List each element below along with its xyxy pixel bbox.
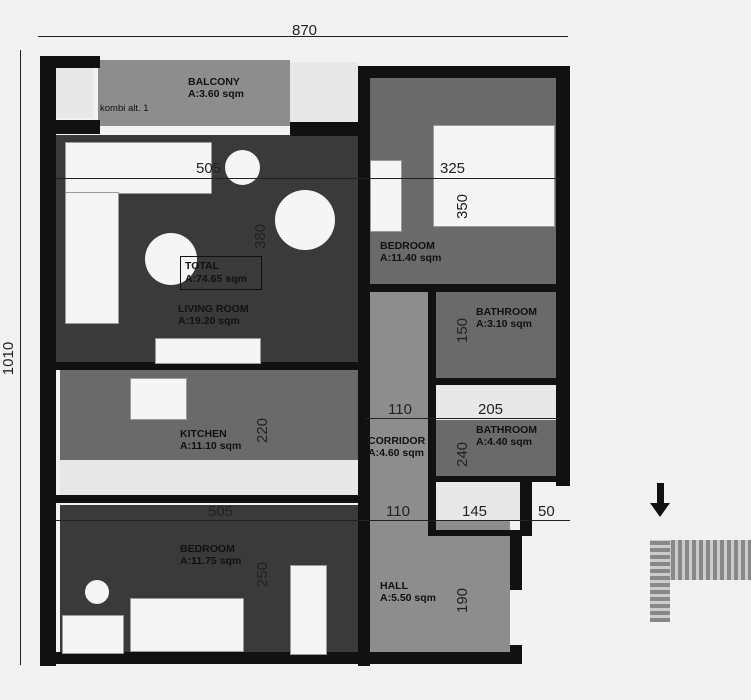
wall bbox=[40, 652, 522, 664]
kitchen-counter bbox=[60, 460, 360, 495]
dimension-line bbox=[55, 520, 570, 521]
wall bbox=[520, 476, 532, 536]
dim-bedroom2-depth: 250 bbox=[254, 561, 272, 588]
room-hall bbox=[365, 520, 510, 655]
dining-table bbox=[275, 190, 335, 250]
label-kombi: kombi alt. 1 bbox=[100, 103, 149, 114]
dim-bath1-depth: 150 bbox=[454, 317, 472, 344]
bed-2 bbox=[130, 598, 244, 652]
wall bbox=[358, 66, 570, 78]
wall bbox=[510, 530, 522, 590]
dim-bedroom1-width: 325 bbox=[440, 160, 466, 177]
dim-overall-width: 870 bbox=[292, 22, 318, 39]
wall bbox=[428, 476, 570, 482]
dimension-line bbox=[55, 178, 560, 179]
room-bathroom-2 bbox=[436, 420, 556, 476]
dim-corridor-upper: 110 bbox=[388, 401, 412, 418]
room-corridor bbox=[365, 290, 430, 520]
wall bbox=[556, 66, 570, 486]
bathroom-2-sink-area bbox=[436, 384, 556, 420]
wall bbox=[436, 378, 556, 385]
wardrobe-1 bbox=[370, 160, 402, 232]
bathtub bbox=[436, 480, 522, 520]
wardrobe-2 bbox=[290, 565, 327, 655]
dimension-line-top bbox=[38, 36, 568, 37]
lamp bbox=[85, 580, 109, 604]
wall bbox=[55, 362, 360, 370]
wall bbox=[428, 284, 436, 536]
coffee-table bbox=[145, 233, 197, 285]
arrow-down-icon bbox=[650, 483, 670, 523]
desk bbox=[62, 615, 124, 654]
tv-unit bbox=[155, 338, 261, 364]
dim-living-depth: 380 bbox=[252, 223, 270, 250]
dimension-line bbox=[365, 418, 560, 419]
dim-corridor-lower: 110 bbox=[386, 503, 410, 520]
room-bathroom-1 bbox=[436, 292, 556, 380]
wall bbox=[365, 284, 556, 292]
dim-bath2-depth: 240 bbox=[454, 441, 472, 468]
dim-living-width: 505 bbox=[196, 160, 222, 177]
dim-bedroom1-depth: 350 bbox=[454, 193, 472, 220]
room-balcony bbox=[98, 60, 290, 126]
key-plan-wing-left bbox=[650, 540, 670, 622]
dim-overall-height: 1010 bbox=[0, 341, 18, 376]
dim-bedroom2-width: 505 bbox=[208, 503, 234, 520]
wall bbox=[290, 122, 360, 136]
dim-bath2-width: 205 bbox=[478, 401, 504, 418]
wall bbox=[55, 495, 360, 503]
kitchen-table bbox=[130, 378, 187, 420]
total-area-box: TOTAL A:74.65 sqm bbox=[180, 256, 262, 290]
wall bbox=[428, 530, 532, 536]
dimension-line-left bbox=[20, 50, 21, 665]
wall bbox=[40, 56, 56, 666]
dim-shaft-width: 50 bbox=[538, 503, 555, 520]
dim-hall-depth: 190 bbox=[454, 587, 472, 614]
wall bbox=[358, 66, 370, 666]
sofa-side bbox=[65, 192, 119, 324]
balcony-storage bbox=[290, 62, 358, 122]
wall bbox=[40, 120, 100, 134]
wall bbox=[510, 645, 522, 664]
dim-kitchen-depth: 220 bbox=[254, 417, 272, 444]
bed-1 bbox=[433, 125, 555, 227]
boiler-closet bbox=[55, 68, 93, 118]
sofa-back bbox=[65, 142, 212, 194]
side-table bbox=[225, 150, 260, 185]
dim-hall-width: 145 bbox=[462, 503, 488, 520]
